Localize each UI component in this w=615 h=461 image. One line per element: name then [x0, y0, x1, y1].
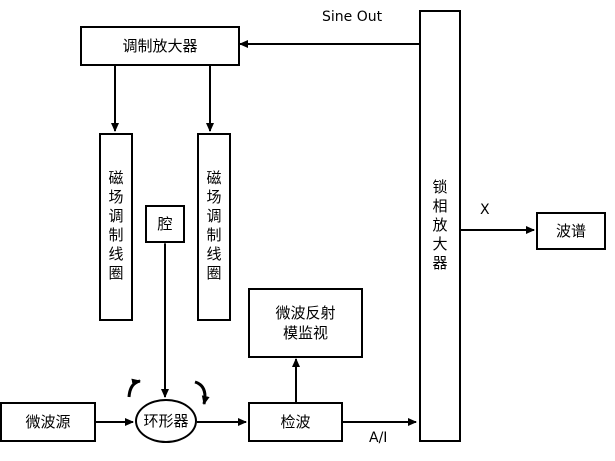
reflection-monitor-label-line2: 模监视 [282, 324, 328, 342]
reflection-monitor-label-line1: 微波反射 [275, 303, 336, 322]
reflection-monitor-box: 微波反射 模监视 [248, 288, 363, 358]
cavity-label: 腔 [157, 214, 173, 233]
left-modulation-coil-box: 磁场调制线圈 [99, 133, 133, 321]
detector-label: 检波 [280, 412, 311, 431]
rotation-arrow-right-icon [194, 380, 210, 405]
circulator-circle: 环形器 [135, 399, 197, 443]
x-output-label: X [480, 202, 490, 218]
spectrum-box: 波谱 [536, 212, 606, 250]
circulator-label: 环形器 [143, 411, 189, 430]
right-modulation-coil-box: 磁场调制线圈 [197, 133, 231, 321]
ai-input-label: A/I [369, 430, 388, 446]
detector-box: 检波 [248, 402, 343, 442]
microwave-source-label: 微波源 [25, 412, 71, 431]
modulation-amplifier-label: 调制放大器 [122, 36, 198, 55]
sine-out-label: Sine Out [322, 9, 383, 25]
microwave-source-box: 微波源 [0, 402, 96, 442]
right-modulation-coil-label: 磁场调制线圈 [204, 170, 223, 284]
modulation-amplifier-box: 调制放大器 [80, 26, 240, 66]
rotation-arrow-left-icon [127, 378, 141, 398]
cavity-box: 腔 [145, 205, 185, 243]
lockin-amplifier-box: 锁相放大器 [419, 10, 461, 442]
lockin-amplifier-label: 锁相放大器 [430, 178, 449, 274]
spectrum-label: 波谱 [555, 221, 586, 240]
left-modulation-coil-label: 磁场调制线圈 [106, 170, 125, 284]
